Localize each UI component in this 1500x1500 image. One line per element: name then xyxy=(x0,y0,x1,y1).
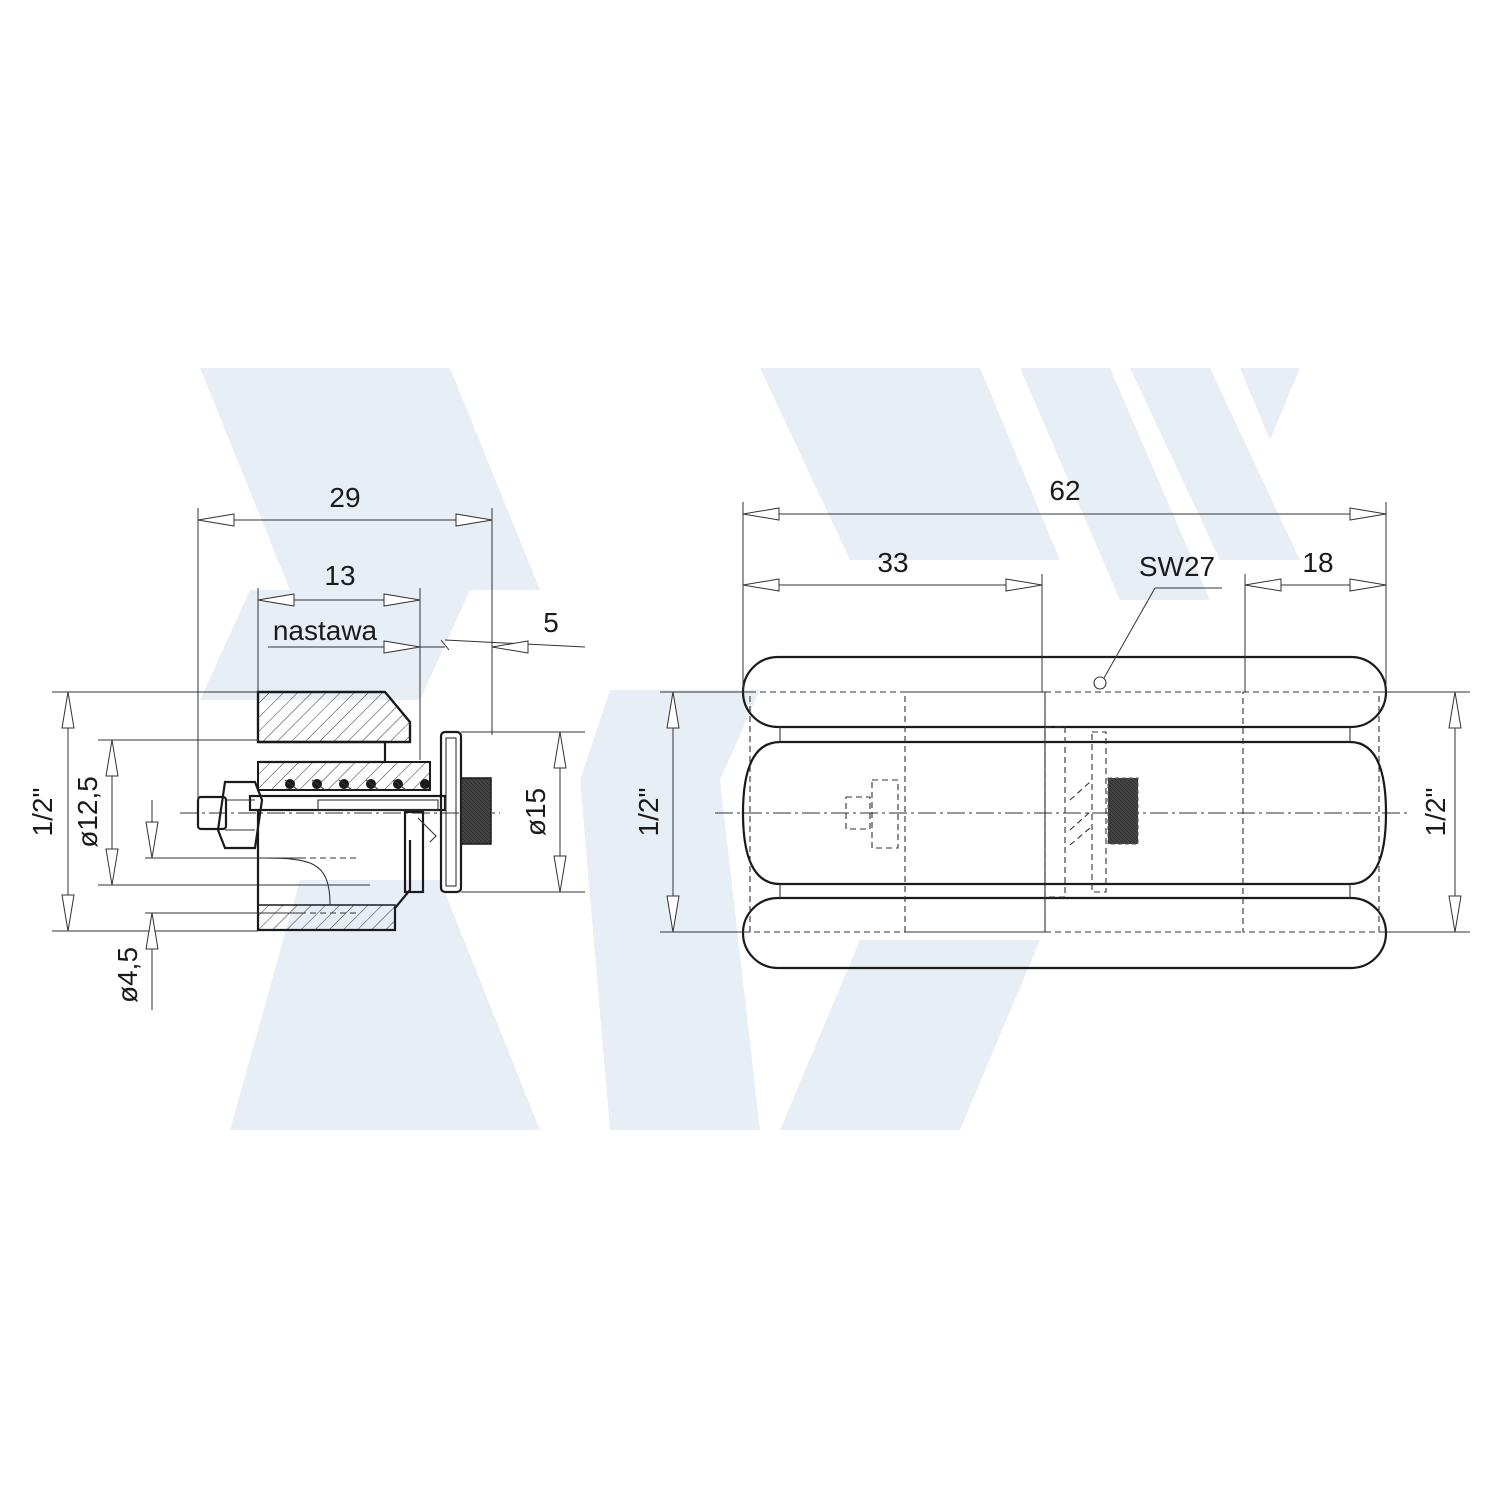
left-dimensions: 29 13 nastawa 5 1/2" ø12,5 xyxy=(27,482,586,1010)
right-outer-view xyxy=(715,587,1410,970)
dim-thread-right-view-left: 1/2" xyxy=(633,788,664,837)
dim-thread-left-view: 1/2" xyxy=(27,788,58,837)
dim-18: 18 xyxy=(1302,547,1333,578)
dim-thread-right-view-right: 1/2" xyxy=(1420,788,1451,837)
dim-d12-5: ø12,5 xyxy=(72,776,103,848)
left-section-view xyxy=(180,690,500,932)
dim-29: 29 xyxy=(329,482,360,513)
right-dimensions: 62 33 SW27 18 1/2" 1/2" xyxy=(633,475,1470,933)
label-nastawa: nastawa xyxy=(273,615,378,646)
label-sw27: SW27 xyxy=(1139,551,1215,582)
dim-13: 13 xyxy=(324,560,355,591)
watermark-logo xyxy=(200,368,1300,1130)
dim-d15: ø15 xyxy=(520,788,551,836)
dim-62: 62 xyxy=(1049,475,1080,506)
spring xyxy=(284,779,430,791)
dim-5: 5 xyxy=(543,607,559,638)
dim-d4-5: ø4,5 xyxy=(112,947,143,1003)
dim-33: 33 xyxy=(877,547,908,578)
